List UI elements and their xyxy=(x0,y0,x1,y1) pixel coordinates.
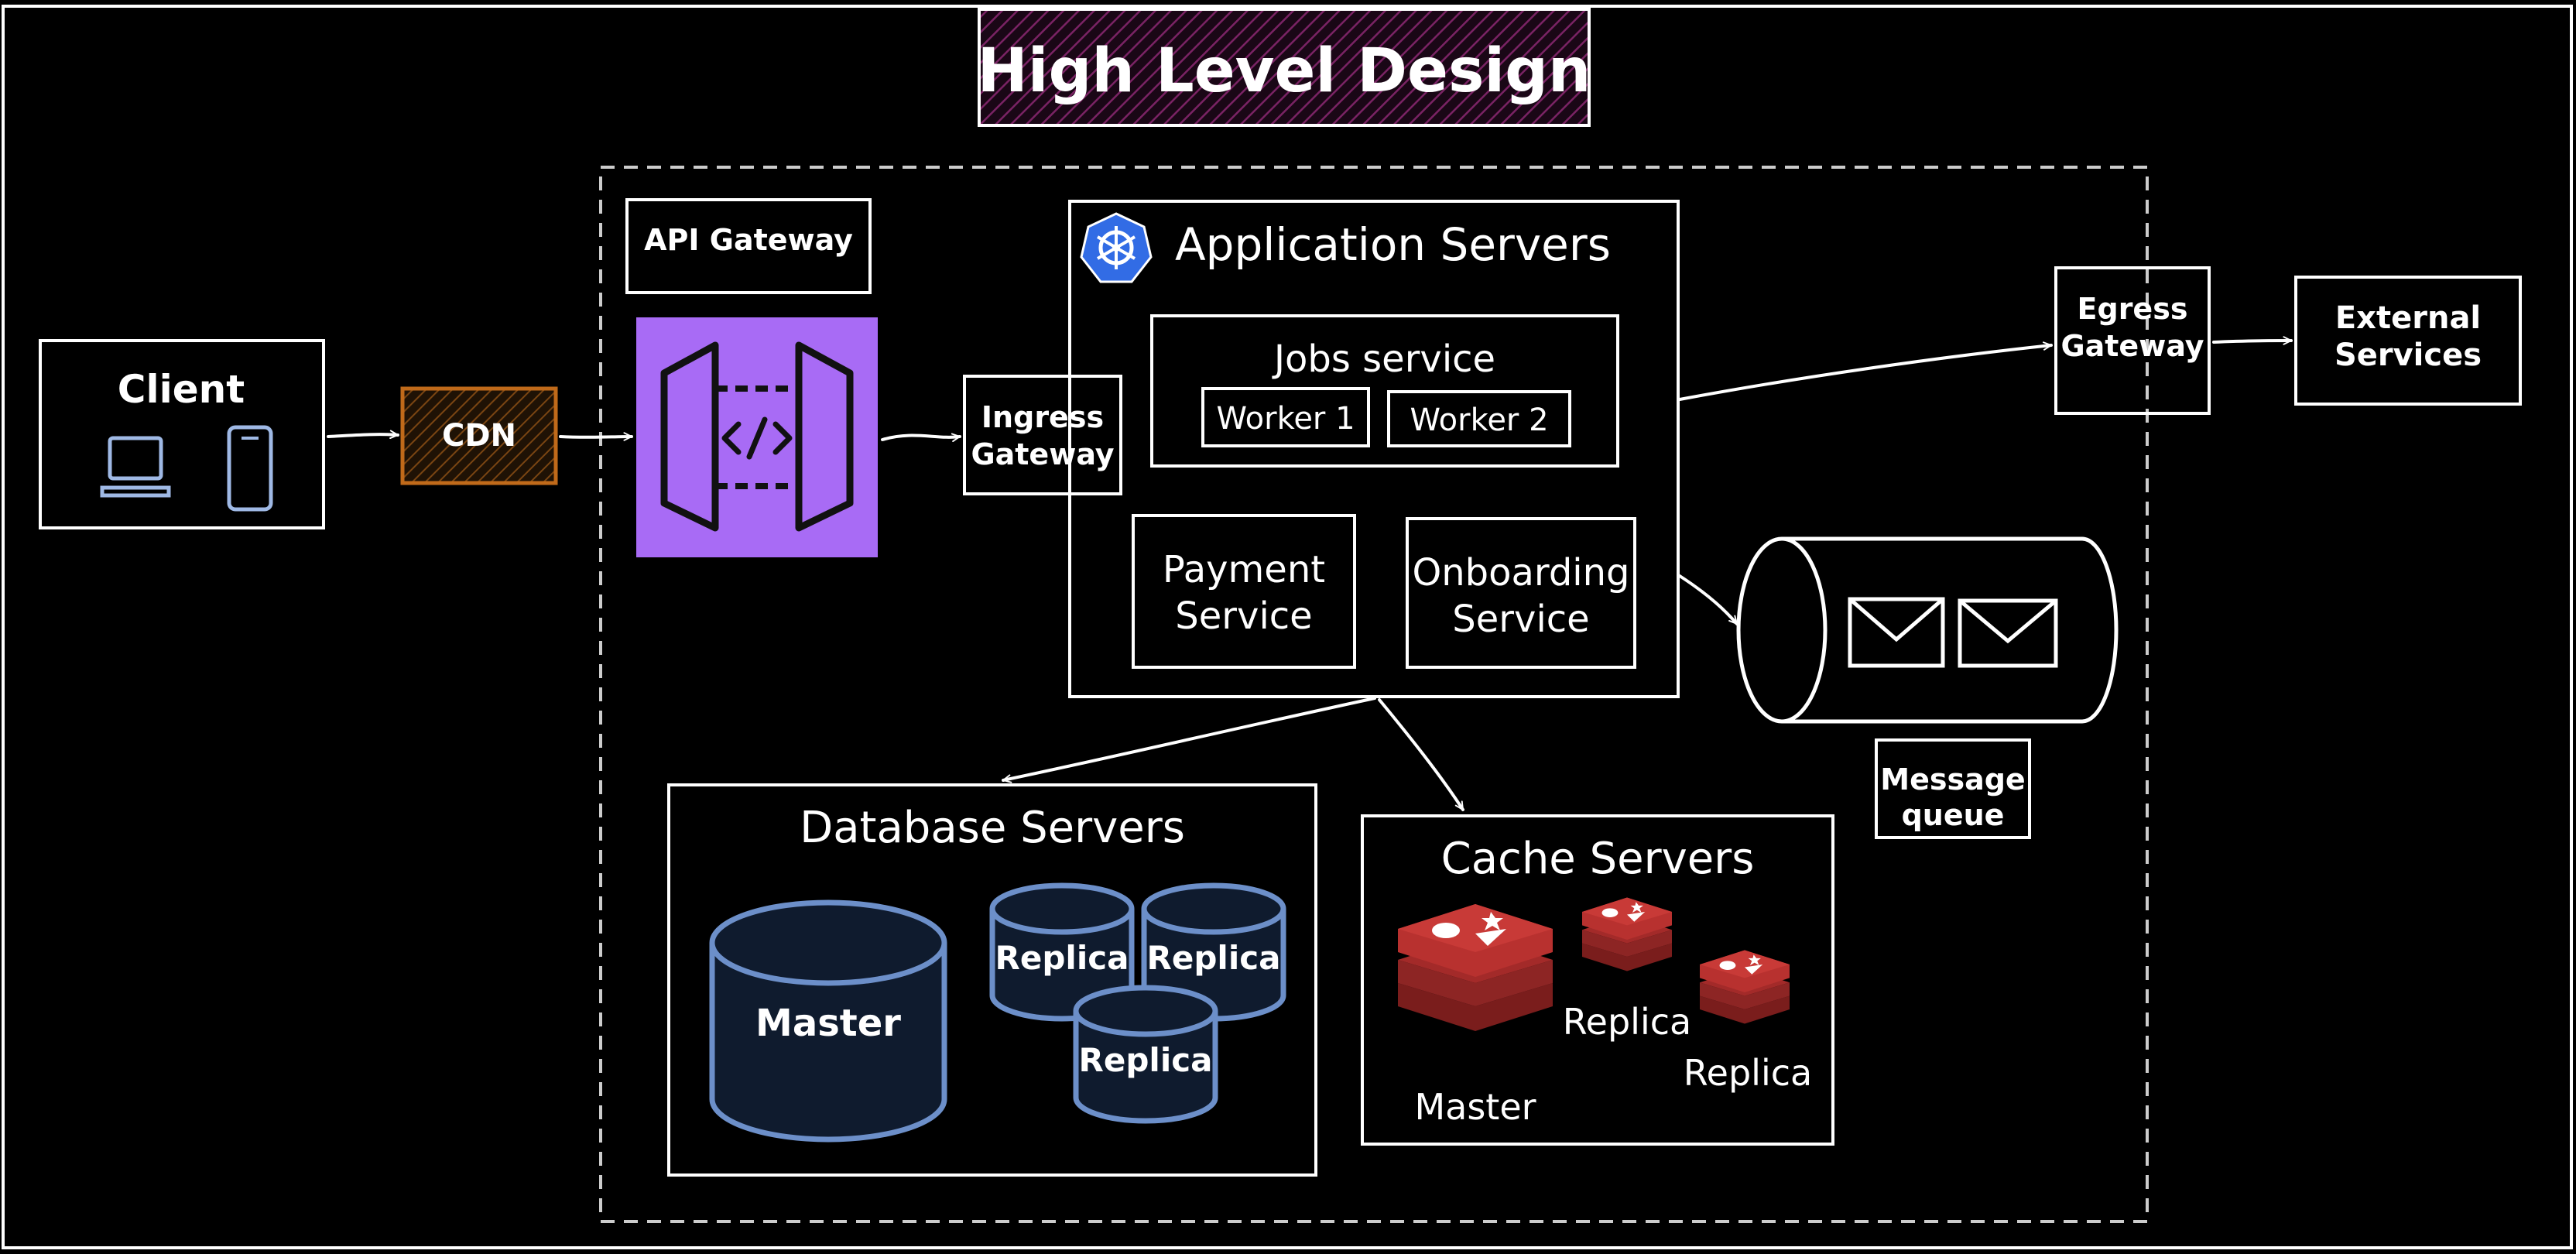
cdn-node: CDN xyxy=(400,386,558,485)
arrow-client-to-cdn xyxy=(327,430,399,440)
egress-label-line1: Egress xyxy=(2078,292,2188,326)
cache-master-label: Master xyxy=(1414,1086,1536,1128)
redis-icon xyxy=(1700,950,1790,1024)
worker-1-label: Worker 1 xyxy=(1216,401,1355,437)
db-replica-label: Replica xyxy=(1079,1041,1213,1079)
payment-label-line1: Payment xyxy=(1163,548,1325,591)
db-replica-label: Replica xyxy=(995,939,1129,977)
outer-frame xyxy=(2,5,2573,1249)
message-queue-node: Message queue xyxy=(1736,536,2119,839)
arrow-app-to-cache xyxy=(1378,698,1464,811)
envelope-icon xyxy=(1848,597,1945,668)
api-gateway-label-box: API Gateway xyxy=(625,198,872,294)
db-master-cylinder: Master xyxy=(709,899,947,1143)
ingress-gateway-node: Ingress Gateway xyxy=(963,375,1122,495)
ingress-label-line1: Ingress xyxy=(981,400,1104,434)
db-replica-cylinder: Replica xyxy=(1073,985,1218,1124)
cdn-label: CDN xyxy=(442,418,516,454)
cache-servers-label: Cache Servers xyxy=(1441,834,1755,884)
payment-label-line2: Service xyxy=(1175,594,1312,638)
api-gateway-icon xyxy=(636,317,878,557)
redis-icon xyxy=(1398,904,1553,1031)
jobs-service-label: Jobs service xyxy=(1272,337,1495,381)
database-servers-label: Database Servers xyxy=(800,803,1185,853)
ingress-label-line2: Gateway xyxy=(971,437,1114,471)
laptop-icon xyxy=(100,436,171,498)
message-queue-label-line1: Message xyxy=(1880,762,2025,797)
arrow-api-gateway-to-ingress xyxy=(881,433,961,442)
client-label: Client xyxy=(118,367,245,412)
arrow-egress-to-external xyxy=(2212,336,2293,345)
worker-2-node: Worker 2 xyxy=(1387,390,1571,447)
title-box: High Level Design xyxy=(978,8,1591,127)
arrow-app-to-message-queue xyxy=(1678,574,1738,625)
external-label-line2: Services xyxy=(2334,337,2482,373)
message-queue-label-line2: queue xyxy=(1902,798,2005,832)
cache-servers-group: Cache Servers xyxy=(1361,814,1834,1146)
db-replica-cylinder: Replica xyxy=(989,882,1135,1022)
external-services-node: External Services xyxy=(2294,276,2522,406)
database-servers-group: Database Servers Master Replica Replica … xyxy=(667,783,1317,1177)
worker-2-label: Worker 2 xyxy=(1410,403,1548,438)
message-queue-label-box xyxy=(1875,738,2031,839)
envelope-icon xyxy=(1958,598,2058,668)
db-replica-label: Replica xyxy=(1147,939,1281,977)
worker-1-node: Worker 1 xyxy=(1201,387,1370,447)
phone-icon xyxy=(227,425,273,512)
arrow-app-to-database xyxy=(1002,697,1376,783)
onboarding-service-node: Onboarding Service xyxy=(1406,517,1636,669)
egress-label-line2: Gateway xyxy=(2060,329,2204,363)
application-servers-label: Application Servers xyxy=(1175,218,1611,271)
jobs-service-node: Jobs service Worker 1 Worker 2 xyxy=(1150,314,1619,468)
page-title: High Level Design xyxy=(978,36,1591,106)
onboarding-label-line1: Onboarding xyxy=(1412,551,1629,594)
db-master-label: Master xyxy=(755,1002,901,1045)
external-label-line1: External xyxy=(2335,300,2481,336)
onboarding-label-line2: Service xyxy=(1452,598,1589,641)
redis-icon xyxy=(1582,897,1672,971)
api-gateway-label: API Gateway xyxy=(644,223,853,257)
application-servers-group: Application Servers Jobs service Worker … xyxy=(1068,200,1680,698)
cache-replica-label: Replica xyxy=(1684,1052,1812,1094)
egress-gateway-node: Egress Gateway xyxy=(2054,266,2211,415)
cache-replica-label: Replica xyxy=(1563,1001,1691,1043)
payment-service-node: Payment Service xyxy=(1132,514,1356,669)
client-node: Client xyxy=(39,339,325,529)
arrow-app-to-egress xyxy=(1678,341,2053,401)
kubernetes-icon xyxy=(1080,212,1153,283)
system-boundary xyxy=(599,166,2149,1223)
